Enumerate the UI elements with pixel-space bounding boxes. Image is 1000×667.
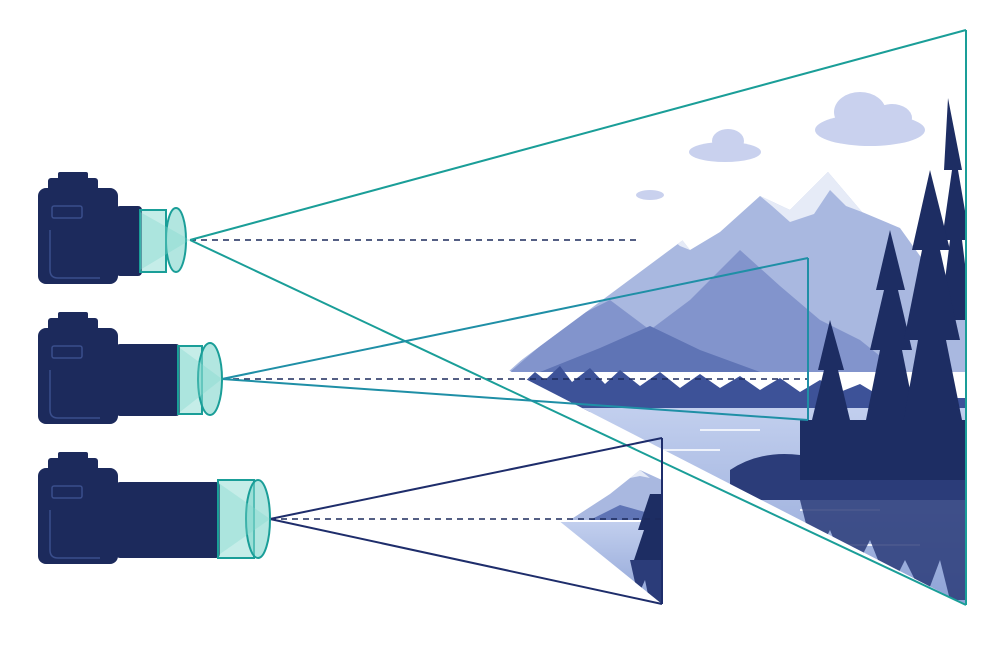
snow-caps — [760, 172, 862, 222]
cloud-icon — [636, 190, 664, 200]
mountain-icon — [540, 326, 760, 372]
camera-telephoto — [38, 452, 271, 564]
forest — [800, 98, 966, 480]
lens-icon — [217, 479, 271, 559]
tree-line — [520, 366, 966, 412]
fov-rays-wide — [189, 29, 967, 606]
optical-axes — [190, 239, 808, 520]
snow-caps — [650, 222, 690, 252]
tree-icon — [812, 320, 850, 420]
camera-icon — [38, 172, 142, 284]
tree-icon — [900, 170, 966, 440]
camera-details — [49, 485, 100, 559]
mountain-icon — [570, 470, 662, 520]
camera-details — [49, 345, 100, 419]
mountain-icon — [510, 250, 900, 372]
cloud-icon — [689, 129, 761, 162]
fov-rays-normal — [221, 257, 809, 421]
forest-reflection — [800, 500, 966, 600]
lens-icon — [177, 342, 223, 416]
camera-wide — [38, 172, 190, 284]
tree-icon — [634, 494, 662, 560]
lens-icon — [139, 207, 190, 273]
tree-icon — [940, 98, 966, 320]
snow-caps — [630, 470, 650, 478]
camera-icon — [38, 312, 180, 424]
scene-wide-view — [508, 92, 966, 605]
camera-icon — [38, 452, 220, 564]
camera-normal — [38, 312, 223, 424]
tree-icon — [866, 230, 916, 420]
camera-details — [49, 205, 100, 279]
cloud-icon — [815, 92, 925, 146]
fov-rays-telephoto — [269, 437, 663, 605]
